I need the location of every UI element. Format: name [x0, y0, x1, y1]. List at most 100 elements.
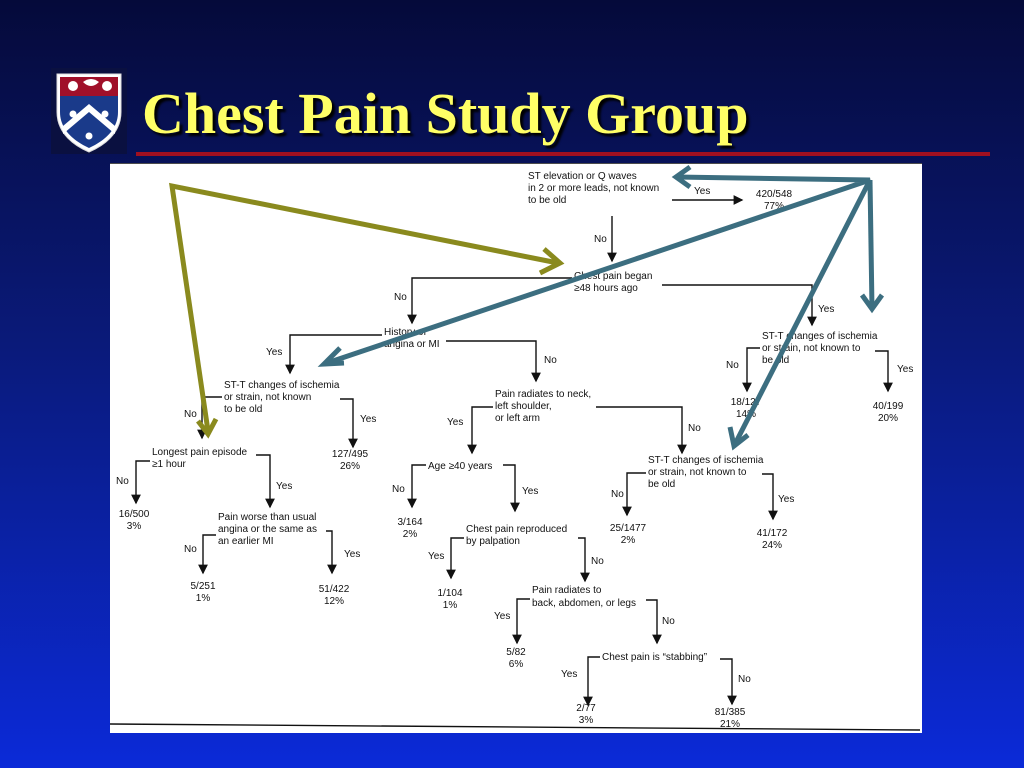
svg-text:420/548: 420/548 — [756, 189, 793, 200]
leaf-stt-mid-no: 25/1477 2% — [610, 523, 647, 546]
stabbing-yes-label: Yes — [561, 669, 577, 680]
svg-text:2%: 2% — [403, 529, 418, 540]
age-no-label: No — [392, 484, 405, 495]
node-pain-worse: Pain worse than usual angina or the same… — [218, 512, 317, 547]
svg-text:≥48 hours ago: ≥48 hours ago — [574, 283, 638, 294]
leaf-root-yes: 420/548 77% — [756, 189, 793, 212]
svg-text:2/77: 2/77 — [576, 703, 596, 714]
svg-text:be old: be old — [648, 479, 675, 490]
svg-text:3%: 3% — [127, 521, 142, 532]
steel-arrowhead-top — [671, 164, 692, 190]
svg-text:2%: 2% — [621, 535, 636, 546]
leaf-age-no: 3/164 2% — [397, 517, 422, 540]
back-no-label: No — [662, 616, 675, 627]
svg-text:24%: 24% — [762, 540, 782, 551]
leaf-stt-mid-yes: 41/172 24% — [757, 528, 788, 551]
decision-tree-panel: ST elevation or Q waves in 2 or more lea… — [110, 163, 922, 733]
svg-text:81/385: 81/385 — [715, 707, 746, 718]
stabbing-yes-edge — [583, 656, 600, 707]
title-underline — [136, 152, 990, 156]
svg-text:to be old: to be old — [224, 404, 262, 415]
node-radiates-back: Pain radiates to back, abdomen, or legs — [532, 585, 636, 609]
leaf-stabbing-no: 81/385 21% — [715, 707, 746, 730]
olive-annotation-arrows — [169, 182, 565, 439]
svg-text:ST-T changes of ischemia: ST-T changes of ischemia — [224, 380, 340, 391]
svg-text:5/251: 5/251 — [190, 581, 215, 592]
svg-text:ST-T changes of ischemia: ST-T changes of ischemia — [648, 455, 764, 466]
leaf-stt-right-no: 18/127 14% — [731, 397, 762, 420]
worse-no-label: No — [184, 544, 197, 555]
stt-left-yes-edge — [340, 398, 358, 449]
stt-right-no-label: No — [726, 360, 739, 371]
svg-text:5/82: 5/82 — [506, 647, 526, 658]
svg-text:25/1477: 25/1477 — [610, 523, 647, 534]
history-no-label: No — [544, 355, 557, 366]
stabbing-no-label: No — [738, 674, 751, 685]
university-shield-logo — [51, 68, 127, 154]
neck-no-label: No — [688, 423, 701, 434]
back-no-edge — [646, 599, 662, 645]
node-chest-pain-48h: Chest pain began ≥48 hours ago — [574, 271, 652, 294]
svg-text:26%: 26% — [340, 461, 360, 472]
svg-text:Pain radiates to neck,: Pain radiates to neck, — [495, 389, 591, 400]
svg-text:51/422: 51/422 — [319, 584, 350, 595]
svg-text:an earlier MI: an earlier MI — [218, 536, 274, 547]
leaf-back-yes: 5/82 6% — [506, 647, 526, 670]
node-history: History of angina or MI — [384, 327, 440, 350]
back-yes-label: Yes — [494, 611, 510, 622]
svg-text:1%: 1% — [443, 600, 458, 611]
svg-text:3%: 3% — [579, 715, 594, 726]
root-yes-label: Yes — [694, 186, 710, 197]
svg-text:Chest pain began: Chest pain began — [574, 271, 652, 282]
history-yes-edge — [285, 334, 382, 375]
slide-title: Chest Pain Study Group — [142, 81, 749, 146]
node-stt-mid: ST-T changes of ischemia or strain, not … — [648, 455, 764, 490]
stabbing-no-edge — [720, 658, 737, 706]
svg-text:41/172: 41/172 — [757, 528, 788, 539]
node-longest-pain: Longest pain episode ≥1 hour — [152, 447, 248, 470]
svg-text:ST-T changes of ischemia: ST-T changes of ischemia — [762, 331, 878, 342]
age-yes-edge — [503, 464, 520, 513]
leaf-stt-right-yes: 40/199 20% — [873, 401, 904, 424]
olive-arrowhead-down — [196, 417, 219, 439]
steel-arrowhead-down — [859, 293, 885, 314]
svg-text:Chest pain is “stabbing”: Chest pain is “stabbing” — [602, 652, 707, 663]
age-yes-label: Yes — [522, 486, 538, 497]
node-stt-left: ST-T changes of ischemia or strain, not … — [224, 380, 340, 415]
svg-text:6%: 6% — [509, 659, 524, 670]
svg-text:or strain, not known: or strain, not known — [224, 392, 311, 403]
scan-bottom-border — [110, 723, 921, 731]
svg-text:in 2 or more leads, not known: in 2 or more leads, not known — [528, 183, 659, 194]
svg-text:Chest pain reproduced: Chest pain reproduced — [466, 524, 567, 535]
svg-text:16/500: 16/500 — [119, 509, 150, 520]
worse-yes-edge — [326, 530, 337, 575]
svg-text:20%: 20% — [878, 413, 898, 424]
node-reproduced: Chest pain reproduced by palpation — [466, 524, 567, 547]
svg-text:14%: 14% — [736, 409, 756, 420]
svg-text:by palpation: by palpation — [466, 536, 520, 547]
age-no-edge — [407, 464, 426, 509]
steel-arrowhead-mid — [727, 426, 750, 451]
history-no-edge — [446, 340, 541, 383]
stt-mid-yes-label: Yes — [778, 494, 794, 505]
svg-text:3/164: 3/164 — [397, 517, 422, 528]
neck-no-edge — [596, 406, 687, 455]
longest-no-edge — [131, 460, 150, 505]
decision-tree: ST elevation or Q waves in 2 or more lea… — [110, 163, 922, 731]
worse-yes-label: Yes — [344, 549, 360, 560]
svg-text:or strain, not known to: or strain, not known to — [762, 343, 861, 354]
svg-text:1/104: 1/104 — [437, 588, 462, 599]
svg-text:21%: 21% — [720, 719, 740, 730]
svg-text:back, abdomen, or legs: back, abdomen, or legs — [532, 598, 636, 609]
svg-text:Pain radiates to: Pain radiates to — [532, 585, 602, 596]
neck-yes-edge — [467, 406, 493, 455]
stt-mid-yes-edge — [762, 473, 778, 521]
steel-line-to-mid — [731, 178, 873, 448]
reproduced-yes-edge — [446, 537, 464, 580]
node-age: Age ≥40 years — [428, 461, 492, 472]
leaf-worse-yes: 51/422 12% — [319, 584, 350, 607]
node-st-elevation: ST elevation or Q waves in 2 or more lea… — [528, 171, 659, 206]
svg-text:1%: 1% — [196, 593, 211, 604]
longest-yes-label: Yes — [276, 481, 292, 492]
svg-text:12%: 12% — [324, 596, 344, 607]
